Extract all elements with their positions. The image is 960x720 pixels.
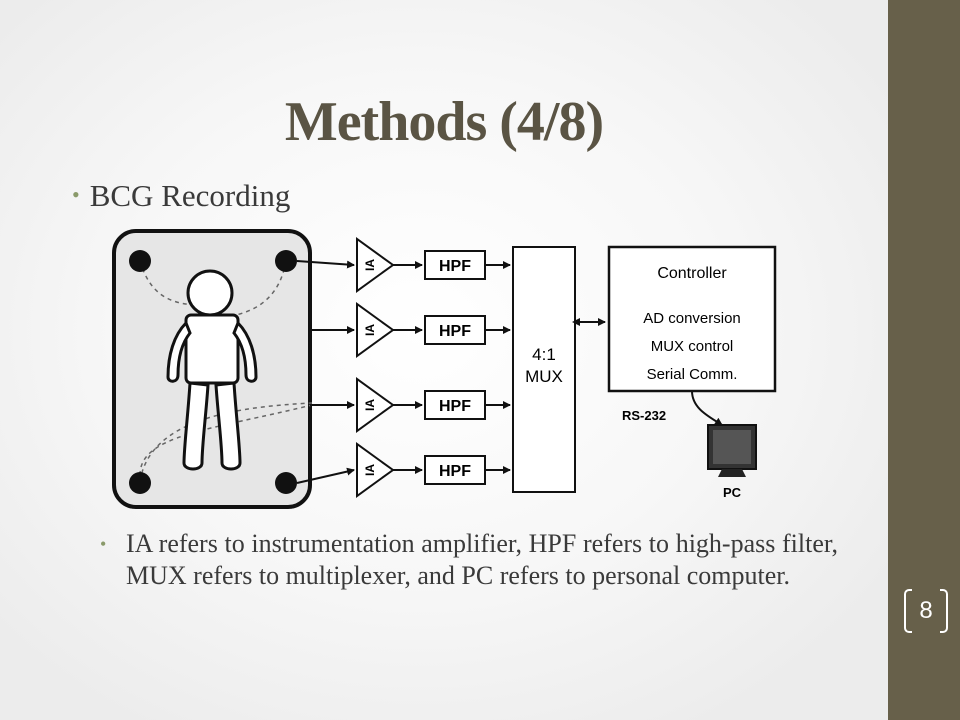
- pc-label: PC: [723, 485, 742, 500]
- hpf-label: HPF: [439, 258, 471, 275]
- controller-box: Controller AD conversion MUX control Ser…: [607, 245, 777, 393]
- amplifiers: IA IA IA IA: [356, 237, 395, 498]
- sensor-dot: [275, 472, 297, 494]
- hpf-box: HPF: [424, 390, 486, 420]
- hpf-box: HPF: [424, 315, 486, 345]
- hpf-label: HPF: [439, 323, 471, 340]
- amplifier-label: IA: [363, 324, 377, 336]
- bcg-block-diagram: IA IA IA IA HPF HPF HP: [112, 229, 777, 509]
- bullet-sub-text: IA refers to instrumentation amplifier, …: [126, 529, 838, 590]
- amplifier-triangle: IA: [356, 237, 395, 293]
- bullet-sub: • IA refers to instrumentation amplifier…: [100, 528, 838, 592]
- amplifier-label: IA: [363, 399, 377, 411]
- controller-title: Controller: [657, 265, 727, 282]
- amplifier-label: IA: [363, 259, 377, 271]
- slide-title: Methods (4/8): [284, 91, 604, 153]
- sensor-dot: [129, 250, 151, 272]
- mux-label-line1: 4:1: [532, 345, 556, 364]
- hpf-box: HPF: [424, 250, 486, 280]
- filters: HPF HPF HPF HPF: [424, 250, 486, 485]
- bullet-main: • BCG Recording: [72, 178, 290, 214]
- controller-line: MUX control: [651, 338, 734, 355]
- sensor-dot: [129, 472, 151, 494]
- sensor-dots: [129, 250, 297, 494]
- amplifier-triangle: IA: [356, 377, 395, 433]
- rs232-label: RS-232: [622, 408, 666, 423]
- bullet-icon: •: [100, 534, 107, 554]
- hpf-label: HPF: [439, 398, 471, 415]
- bullet-main-text: BCG Recording: [89, 178, 291, 213]
- bullet-icon: •: [72, 182, 80, 207]
- controller-line: Serial Comm.: [647, 366, 738, 383]
- rs232-link: RS-232: [622, 390, 723, 426]
- sidebar-band: [888, 0, 960, 720]
- mux-label-line2: MUX: [525, 367, 563, 386]
- mux-box: 4:1 MUX: [512, 246, 576, 493]
- page-number-badge: 8: [904, 589, 948, 633]
- human-figure-icon: [166, 269, 258, 471]
- hpf-label: HPF: [439, 463, 471, 480]
- amplifier-triangle: IA: [356, 302, 395, 358]
- controller-line: AD conversion: [643, 310, 741, 327]
- pc-monitor-icon: PC: [707, 424, 757, 500]
- hpf-box: HPF: [424, 455, 486, 485]
- left-bracket: [904, 589, 912, 633]
- right-bracket: [940, 589, 948, 633]
- sensor-dot: [275, 250, 297, 272]
- amplifier-triangle: IA: [356, 442, 395, 498]
- page-number: 8: [919, 597, 933, 624]
- amplifier-label: IA: [363, 464, 377, 476]
